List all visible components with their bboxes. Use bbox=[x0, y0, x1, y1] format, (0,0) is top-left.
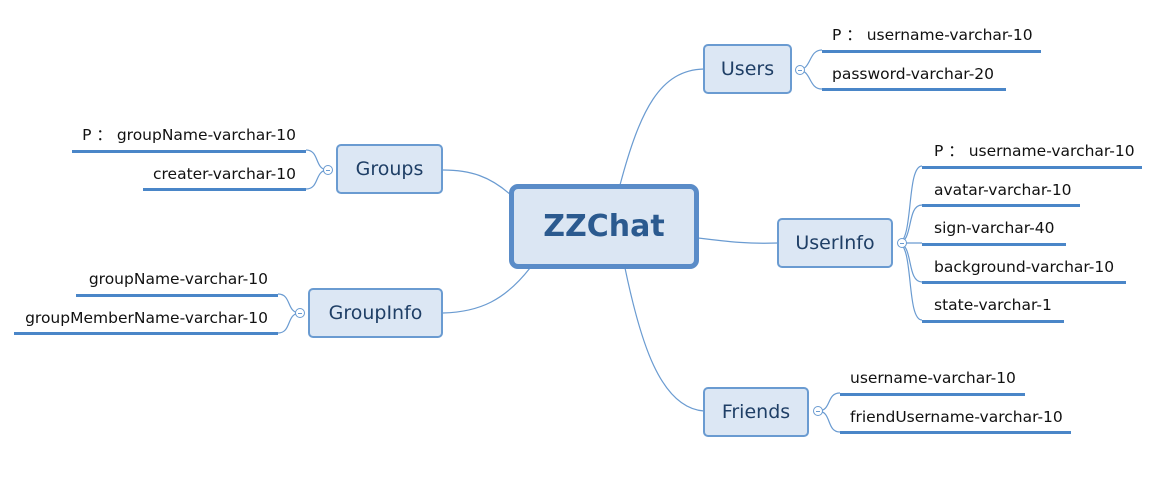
connector-userinfo bbox=[697, 237, 779, 244]
userinfo-field-3-underline bbox=[922, 281, 1126, 284]
friends-label: Friends bbox=[721, 401, 791, 423]
friends-collapse-icon[interactable] bbox=[813, 406, 823, 416]
userinfo-field-0-underline bbox=[922, 166, 1142, 169]
users-field-1: password-varchar-20 bbox=[832, 65, 995, 83]
friends-field-1-underline bbox=[840, 431, 1071, 434]
friends-field-0-underline bbox=[840, 393, 1025, 396]
userinfo-node[interactable]: UserInfo bbox=[777, 218, 893, 268]
userinfo-field-1-underline bbox=[922, 204, 1080, 207]
groupinfo-node[interactable]: GroupInfo bbox=[308, 288, 443, 338]
users-field-1-underline bbox=[822, 88, 1006, 91]
friends-field-0: username-varchar-10 bbox=[850, 369, 1016, 387]
users-field-0: P ： username-varchar-10 bbox=[832, 26, 1033, 44]
groupinfo-field-0: groupName-varchar-10 bbox=[88, 270, 268, 288]
groups-node[interactable]: Groups bbox=[336, 144, 443, 194]
userinfo-field-2-underline bbox=[922, 243, 1066, 246]
users-field-0-underline bbox=[822, 50, 1041, 53]
userinfo-field-0: P ： username-varchar-10 bbox=[934, 142, 1135, 160]
userinfo-field-2: sign-varchar-40 bbox=[934, 219, 1055, 237]
users-node[interactable]: Users bbox=[703, 44, 792, 94]
groupinfo-field-0-underline bbox=[76, 294, 278, 297]
friends-field-1: friendUsername-varchar-10 bbox=[850, 408, 1063, 426]
groups-field-0: P ： groupName-varchar-10 bbox=[82, 126, 296, 144]
groupinfo-collapse-icon[interactable] bbox=[295, 308, 305, 318]
groupinfo-field-1: groupMemberName-varchar-10 bbox=[25, 309, 268, 327]
users-label: Users bbox=[720, 58, 775, 80]
connector-friends bbox=[624, 267, 705, 412]
friends-node[interactable]: Friends bbox=[703, 387, 809, 437]
connector-groups bbox=[442, 169, 513, 197]
groups-collapse-icon[interactable] bbox=[323, 165, 333, 175]
userinfo-field-1: avatar-varchar-10 bbox=[934, 181, 1072, 199]
userinfo-field-4: state-varchar-1 bbox=[934, 296, 1052, 314]
userinfo-field-3: background-varchar-10 bbox=[934, 258, 1115, 276]
groups-field-1: creater-varchar-10 bbox=[152, 165, 296, 183]
groupinfo-field-1-underline bbox=[14, 332, 278, 335]
userinfo-field-4-underline bbox=[922, 320, 1064, 323]
users-collapse-icon[interactable] bbox=[795, 65, 805, 75]
groups-label: Groups bbox=[355, 158, 424, 180]
connector-groupinfo bbox=[442, 267, 531, 314]
groups-field-1-underline bbox=[143, 188, 306, 191]
root-node[interactable]: ZZChat bbox=[509, 184, 699, 269]
root-label: ZZChat bbox=[543, 209, 665, 244]
connector-users bbox=[619, 68, 705, 186]
groupinfo-label: GroupInfo bbox=[328, 302, 423, 324]
userinfo-collapse-icon[interactable] bbox=[897, 238, 907, 248]
userinfo-label: UserInfo bbox=[795, 232, 875, 254]
groups-field-0-underline bbox=[72, 150, 306, 153]
